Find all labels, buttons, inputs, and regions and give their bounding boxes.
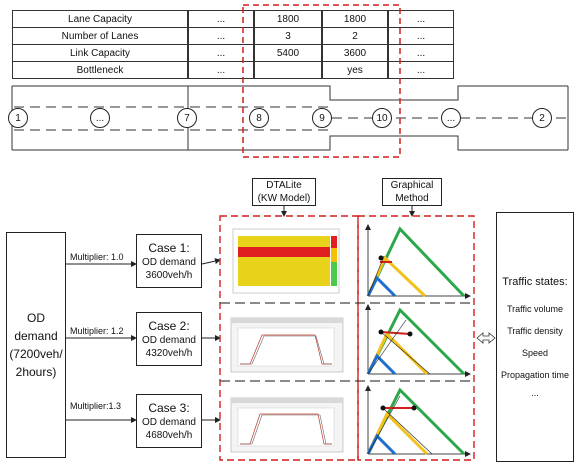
state-point [407,331,413,337]
fd-diagram-3 [365,385,471,457]
wave-line [380,331,431,375]
plot-area [237,327,335,367]
node-10: 10 [372,108,392,128]
table-cell: ... [188,61,254,79]
fd-diagram-2 [365,304,471,377]
case-box-2: Case 2: OD demand 4320veh/h [136,312,202,366]
colorbar-mid [331,248,337,262]
state-item: ... [531,388,539,398]
dtalite-sublabel: (KW Model) [257,193,311,204]
connector-sim1 [201,258,221,265]
line-plot-case2 [230,317,344,373]
colorbar-low [331,262,337,286]
dtalite-label: DTALite [266,180,302,191]
table-cell: 5400 [254,44,322,62]
plot-series [240,414,332,445]
graphical-label-box: Graphical Method [382,178,442,206]
heatmap-congestion-band [238,247,330,257]
state-point [380,405,386,411]
case-title: Case 3: [148,401,190,415]
od-line: OD [27,311,45,325]
od-line: (7200veh/ [9,347,63,361]
traffic-states-box: Traffic states: Traffic volume Traffic d… [496,212,574,462]
state-item: Speed [521,348,549,358]
case-line: 4320veh/h [145,348,193,359]
od-line: demand [14,329,58,343]
wave-line [382,407,433,455]
state-item: Traffic density [507,326,563,336]
state-point [411,405,417,411]
od-demand-box: OD demand (7200veh/ 2hours) [6,232,66,458]
road-top-edge [12,85,568,101]
fd-diagram-1 [365,224,471,299]
wave-line [367,319,407,375]
multiplier-label-2: Multiplier: 1.2 [70,326,124,336]
row-label: Bottleneck [12,61,188,79]
graphical-panel-border [357,215,475,461]
fd-blue [366,433,397,456]
traffic-states-title: Traffic states: [502,276,568,288]
case-box-1: Case 1: OD demand 3600veh/h [136,234,202,288]
node-1: 1 [8,108,28,128]
node-9: 9 [312,108,332,128]
state-point [378,255,384,261]
multiplier-label-1: Multiplier: 1.0 [70,252,124,262]
graphical-sublabel: Method [395,193,429,204]
road-bottom-edge [12,135,568,151]
fd-blue [366,275,397,298]
multiplier-label-3: Multiplier:1.3 [70,401,122,411]
fd-blue [366,353,397,376]
node-2: 2 [532,108,552,128]
od-line: 2hours) [15,365,57,379]
fd-red [380,331,411,335]
node-8: 8 [249,108,269,128]
case-title: Case 2: [148,319,190,333]
colorbar-high [331,236,337,248]
double-arrow-icon [476,332,496,344]
case-line: OD demand [142,257,196,268]
plot-window-titlebar [231,318,343,323]
node-ellipsis: ... [441,108,461,128]
case-box-3: Case 3: OD demand 4680veh/h [136,394,202,448]
table-cell: yes [322,61,388,79]
table-cell [254,61,322,79]
graphical-label: Graphical [390,180,434,191]
node-7: 7 [177,108,197,128]
dtalite-label-box: DTALite (KW Model) [252,178,316,206]
case-line: OD demand [142,335,196,346]
case-line: 4680veh/h [145,430,193,441]
heatmap-plot [232,228,340,294]
case-title: Case 1: [148,241,190,255]
node-ellipsis: ... [90,108,110,128]
case-line: OD demand [142,417,196,428]
case-line: 3600veh/h [145,270,193,281]
plot-series [240,335,332,365]
state-item: Traffic volume [506,304,564,314]
wave-line [367,255,385,297]
line-plot-case3 [230,397,344,453]
table-cell: ... [388,61,454,79]
bottleneck-highlight [242,4,401,158]
state-point [378,329,384,335]
state-item: Propagation time [500,370,570,380]
wave-line [367,395,401,455]
heatmap-field [238,236,330,286]
plot-window-titlebar [231,398,343,403]
